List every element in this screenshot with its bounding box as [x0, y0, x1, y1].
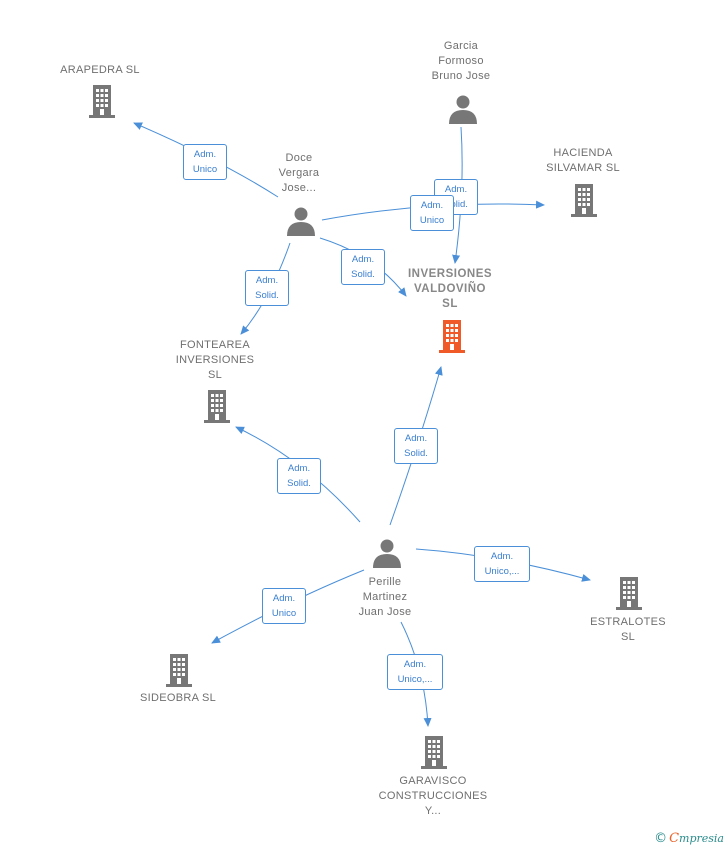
brand-logo: ©Cmpresia [654, 831, 724, 846]
person-icon[interactable] [286, 206, 316, 236]
edge-label-doce-arapedra[interactable]: Adm. Unico [183, 144, 227, 180]
building-icon[interactable] [418, 735, 450, 769]
node-label-arapedra[interactable]: ARAPEDRA SL [60, 64, 140, 76]
brand-initial: C [669, 831, 680, 846]
building-icon[interactable] [568, 183, 600, 217]
building-icon[interactable] [613, 576, 645, 610]
node-label-hacienda[interactable]: HACIENDA SILVAMAR SL [546, 147, 620, 174]
building-icon[interactable] [86, 84, 118, 118]
node-label-doce[interactable]: Doce Vergara Jose... [278, 152, 320, 194]
node-label-sideobra[interactable]: SIDEOBRA SL [139, 692, 217, 704]
node-label-inversiones[interactable]: INVERSIONES VALDOVIÑO SL [407, 268, 493, 310]
edge-label-doce-hacienda[interactable]: Adm. Unico [410, 195, 454, 231]
edge-label-perille-fontearea[interactable]: Adm. Solid. [277, 458, 321, 494]
edge-label-garcia-inversiones[interactable]: Adm. Solid. [434, 179, 478, 215]
building-icon[interactable] [201, 389, 233, 423]
edge-label-perille-garavisco[interactable]: Adm. Unico,... [387, 654, 443, 690]
node-label-fontearea[interactable]: FONTEAREA INVERSIONES SL [175, 339, 255, 381]
edge-label-perille-sideobra[interactable]: Adm. Unico [262, 588, 306, 624]
node-label-garcia[interactable]: Garcia Formoso Bruno Jose [431, 40, 491, 82]
node-label-garavisco[interactable]: GARAVISCO CONSTRUCCIONES Y... [378, 775, 488, 817]
edge-label-doce-fontearea[interactable]: Adm. Solid. [245, 270, 289, 306]
building-icon-main[interactable] [436, 319, 468, 353]
person-icon[interactable] [448, 94, 478, 124]
building-icon[interactable] [163, 653, 195, 687]
edge-label-perille-estralotes[interactable]: Adm. Unico,... [474, 546, 530, 582]
edge-label-doce-inversiones[interactable]: Adm. Solid. [341, 249, 385, 285]
brand-name: mpresia [679, 832, 724, 845]
node-label-perille[interactable]: Perille Martinez Juan Jose [358, 576, 412, 618]
edge-label-perille-inversiones[interactable]: Adm. Solid. [394, 428, 438, 464]
node-label-estralotes[interactable]: ESTRALOTES SL [590, 616, 666, 643]
person-icon[interactable] [372, 538, 402, 568]
copyright-symbol: © [654, 831, 668, 846]
